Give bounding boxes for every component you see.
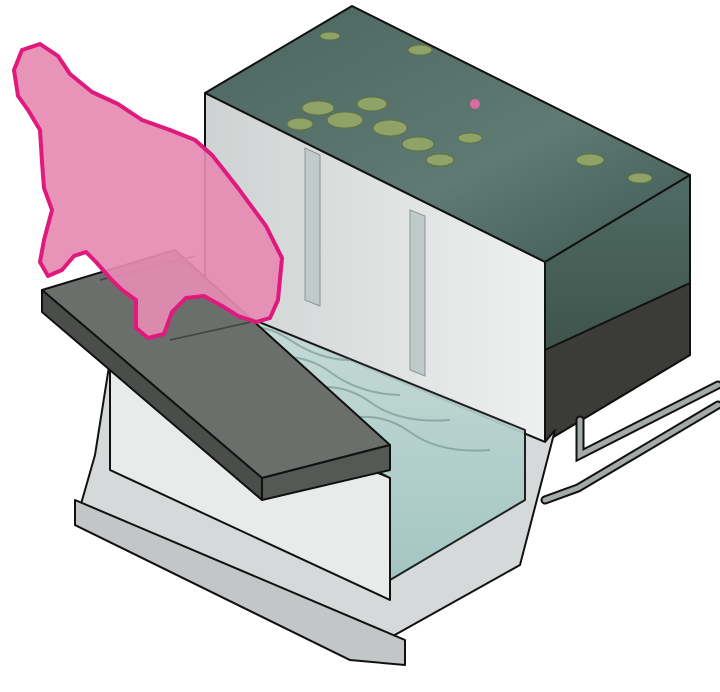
glass-pane-right: [410, 210, 425, 376]
lily-flower: [470, 99, 480, 109]
glass-pane-left: [305, 148, 320, 306]
